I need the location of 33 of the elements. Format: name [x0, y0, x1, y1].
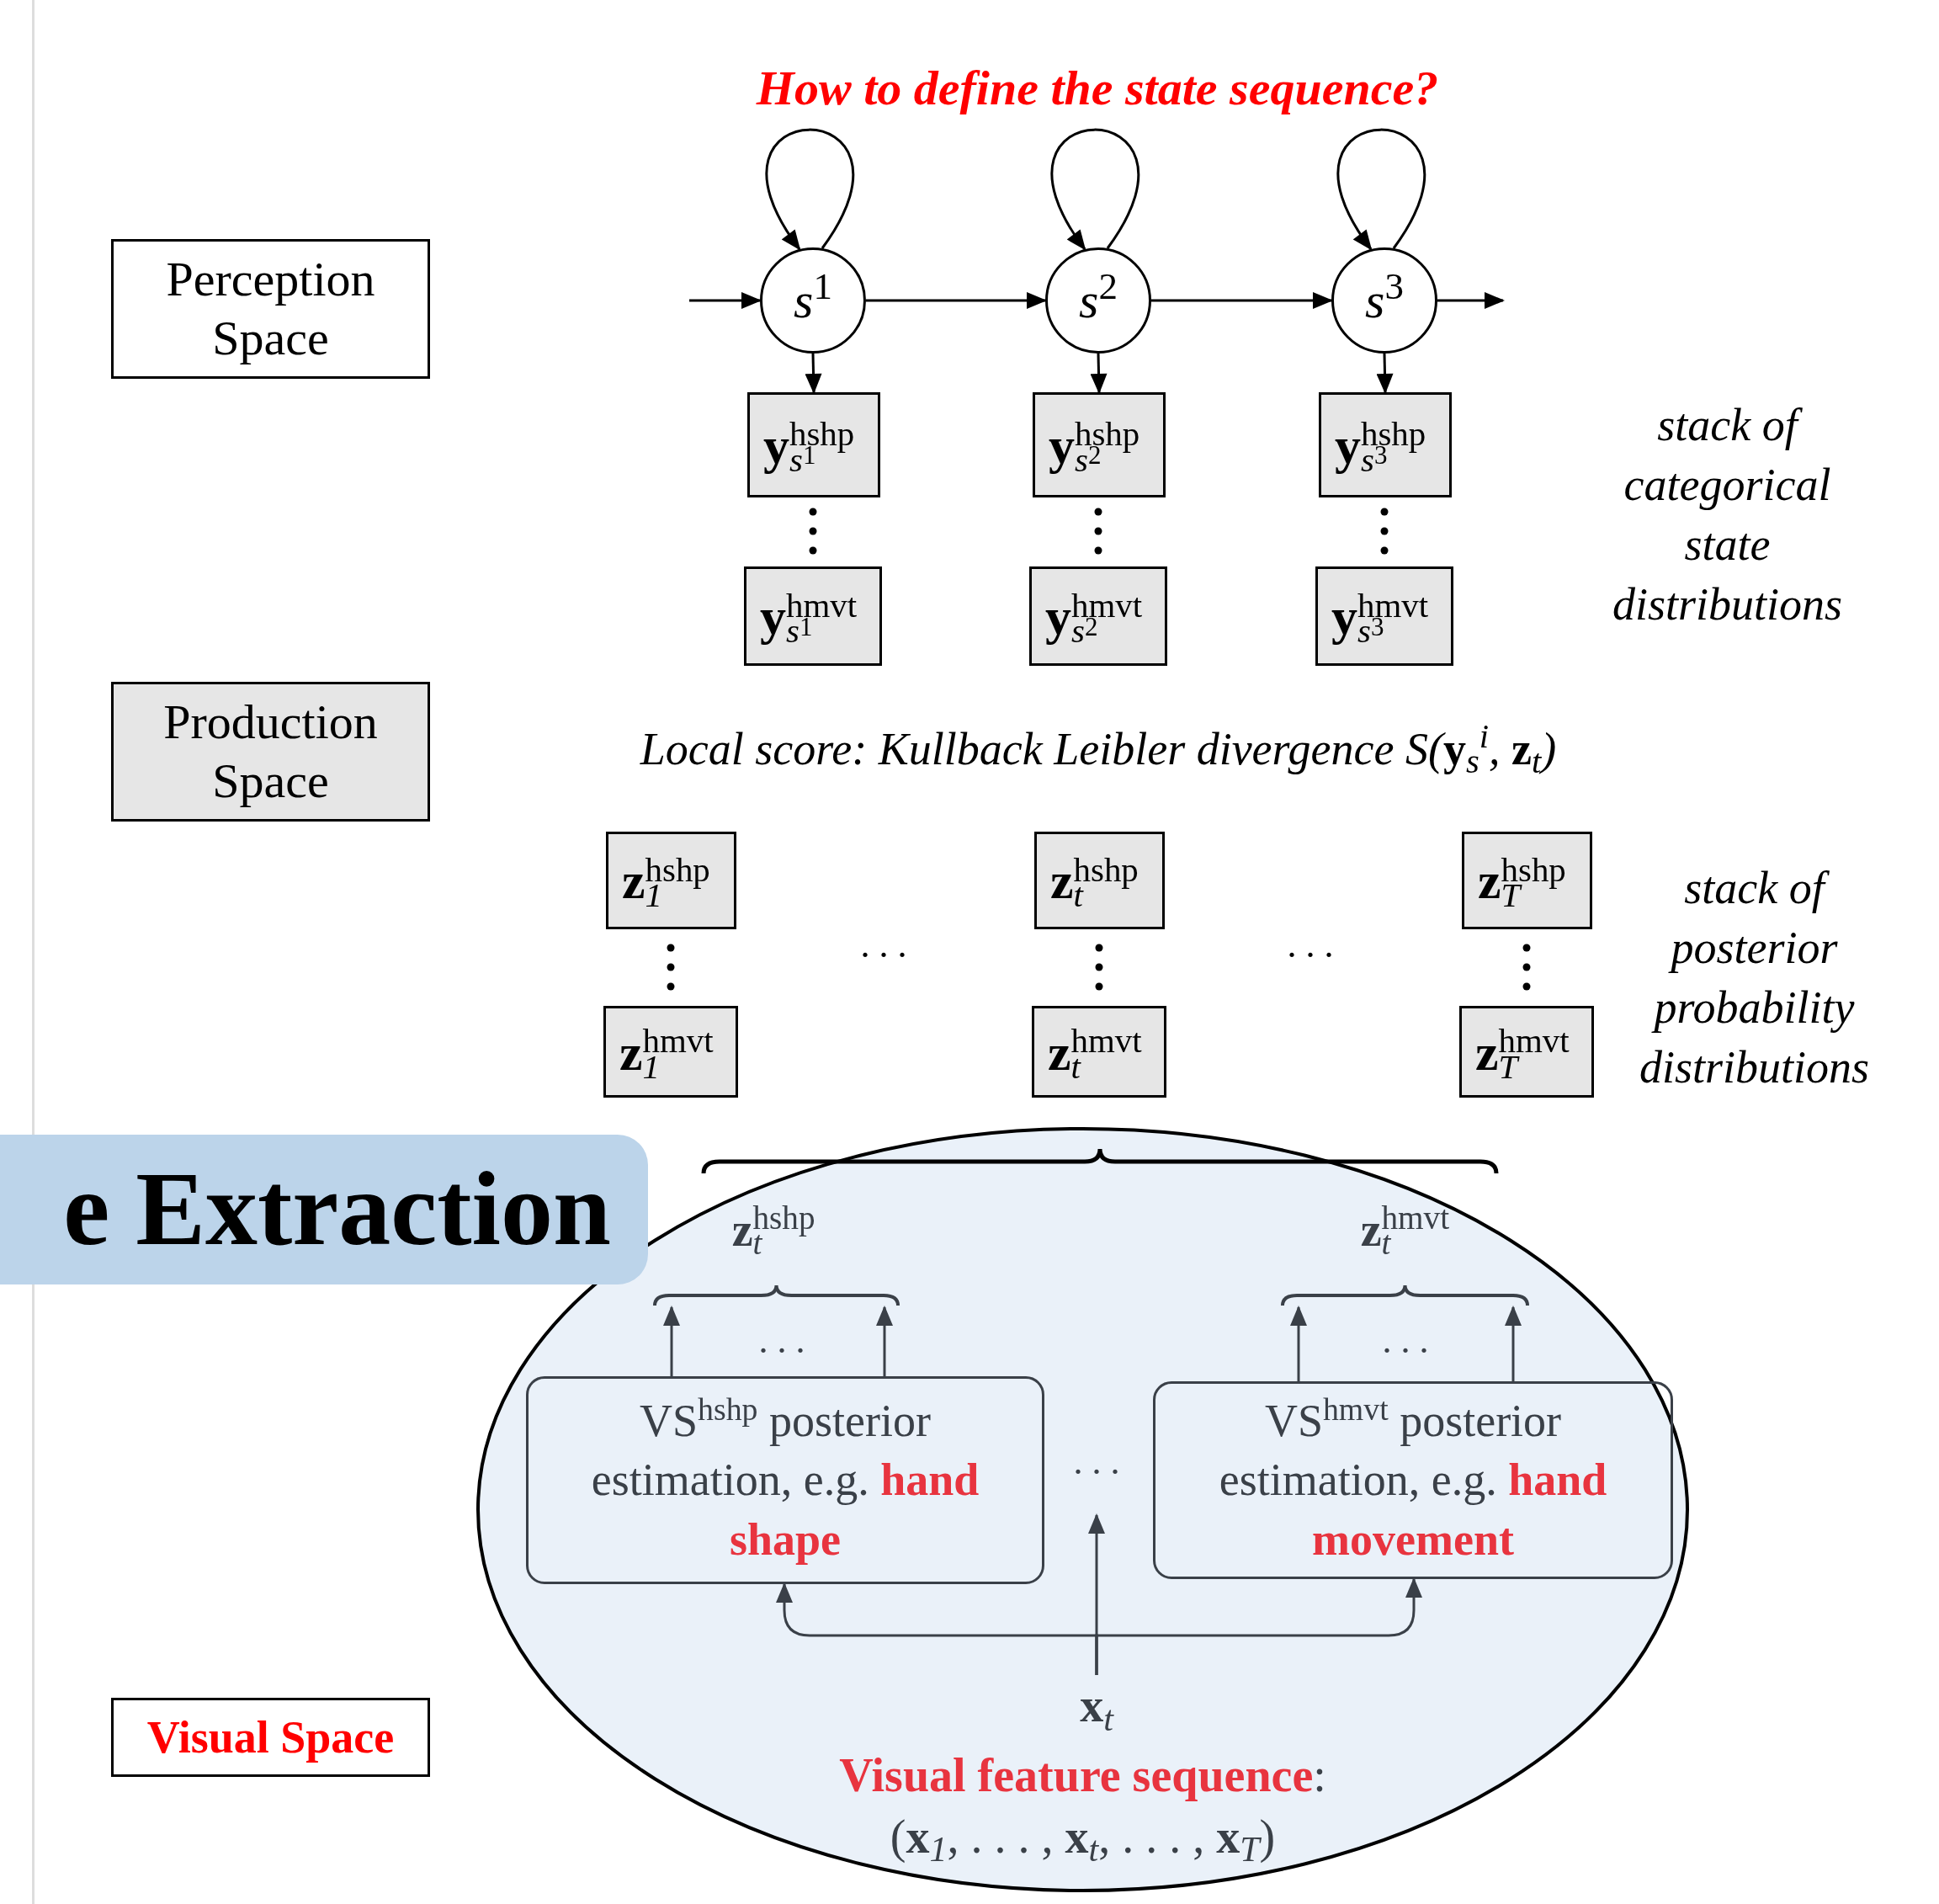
- label-box: Perception Space: [111, 239, 430, 379]
- ellipsis: . . .: [1065, 1444, 1129, 1515]
- arrow: [1090, 353, 1108, 394]
- arrow: [1051, 128, 1139, 251]
- arrow: [1088, 1513, 1105, 1675]
- arrow: [1290, 1306, 1307, 1381]
- feature-vector-label: x$_{t}$: [1063, 1675, 1130, 1736]
- ellipsis: . . .: [1381, 1319, 1430, 1363]
- annotation-text: stack of posterior probability distributions: [1638, 862, 1871, 1094]
- arrow: [866, 292, 1047, 309]
- title-banner: e Extraction: [0, 1135, 648, 1284]
- arrow: [1505, 1306, 1522, 1381]
- estimator-box: VS$^{hmvt}$ posterior estimation, e.g. hand movement: [1153, 1381, 1673, 1579]
- arrow: [1337, 128, 1426, 251]
- estimator-box: VS$^{hshp}$ posterior estimation, e.g. hand shape: [526, 1376, 1044, 1584]
- arrow: [1376, 353, 1394, 394]
- annotation-text: stack of categorical state distributions: [1611, 399, 1844, 631]
- label-box: Visual Space: [111, 1698, 430, 1777]
- arrow: [689, 292, 762, 309]
- arrow: [805, 353, 822, 394]
- arrow: [876, 1306, 893, 1376]
- score-formula: Local score: Kullback Leibler divergence S(y$_{s}$$^{i}$, z$_{t}$): [639, 715, 1558, 783]
- label-box: Production Space: [111, 682, 430, 822]
- math-expression: (x$_{1}$, . . . , x$_{t}$, . . . , x$_{T}$): [890, 1809, 1276, 1868]
- arrow: [766, 128, 854, 251]
- ellipsis: . . .: [757, 1319, 806, 1363]
- arrow: [1151, 292, 1333, 309]
- arrow: [663, 1306, 680, 1376]
- caption-text: Visual feature sequence:: [839, 1748, 1326, 1803]
- ellipsis: . . .: [1286, 923, 1335, 967]
- question-title: How to define the state sequence?: [755, 64, 1440, 113]
- ellipsis: . . .: [859, 923, 908, 967]
- arrow: [1437, 292, 1505, 309]
